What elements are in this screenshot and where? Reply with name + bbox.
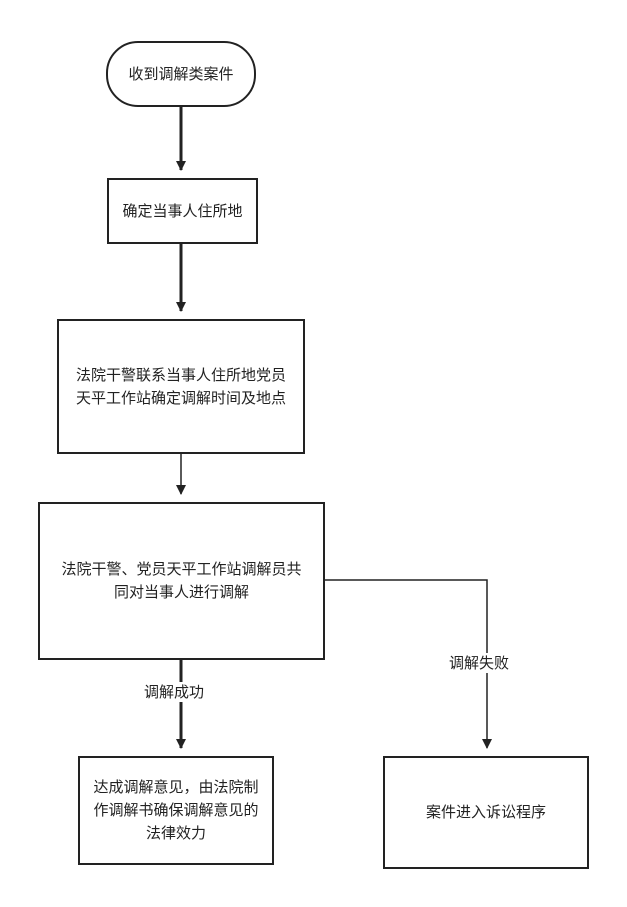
- node-confirm-address: 确定当事人住所地: [107, 178, 258, 244]
- node-contact: 法院干警联系当事人住所地党员天平工作站确定调解时间及地点: [57, 319, 305, 454]
- node-success-result: 达成调解意见，由法院制作调解书确保调解意见的法律效力: [78, 756, 274, 865]
- node-start: 收到调解类案件: [106, 41, 256, 107]
- edge-label-fail: 调解失败: [447, 653, 512, 673]
- edge-mediate-to-fail: [325, 579, 492, 749]
- node-success-result-text: 达成调解意见，由法院制作调解书确保调解意见的法律效力: [93, 778, 259, 842]
- node-fail-result-text: 案件进入诉讼程序: [425, 803, 546, 821]
- node-mediate-text: 法院干警、党员天平工作站调解员共同对当事人进行调解: [61, 560, 302, 601]
- node-fail-result: 案件进入诉讼程序: [383, 756, 589, 869]
- edge-label-success: 调解成功: [142, 682, 207, 702]
- node-mediate: 法院干警、党员天平工作站调解员共同对当事人进行调解: [38, 502, 325, 660]
- node-start-text: 收到调解类案件: [128, 64, 234, 83]
- node-contact-text: 法院干警联系当事人住所地党员天平工作站确定调解时间及地点: [75, 365, 286, 407]
- node-confirm-address-text: 确定当事人住所地: [122, 201, 243, 220]
